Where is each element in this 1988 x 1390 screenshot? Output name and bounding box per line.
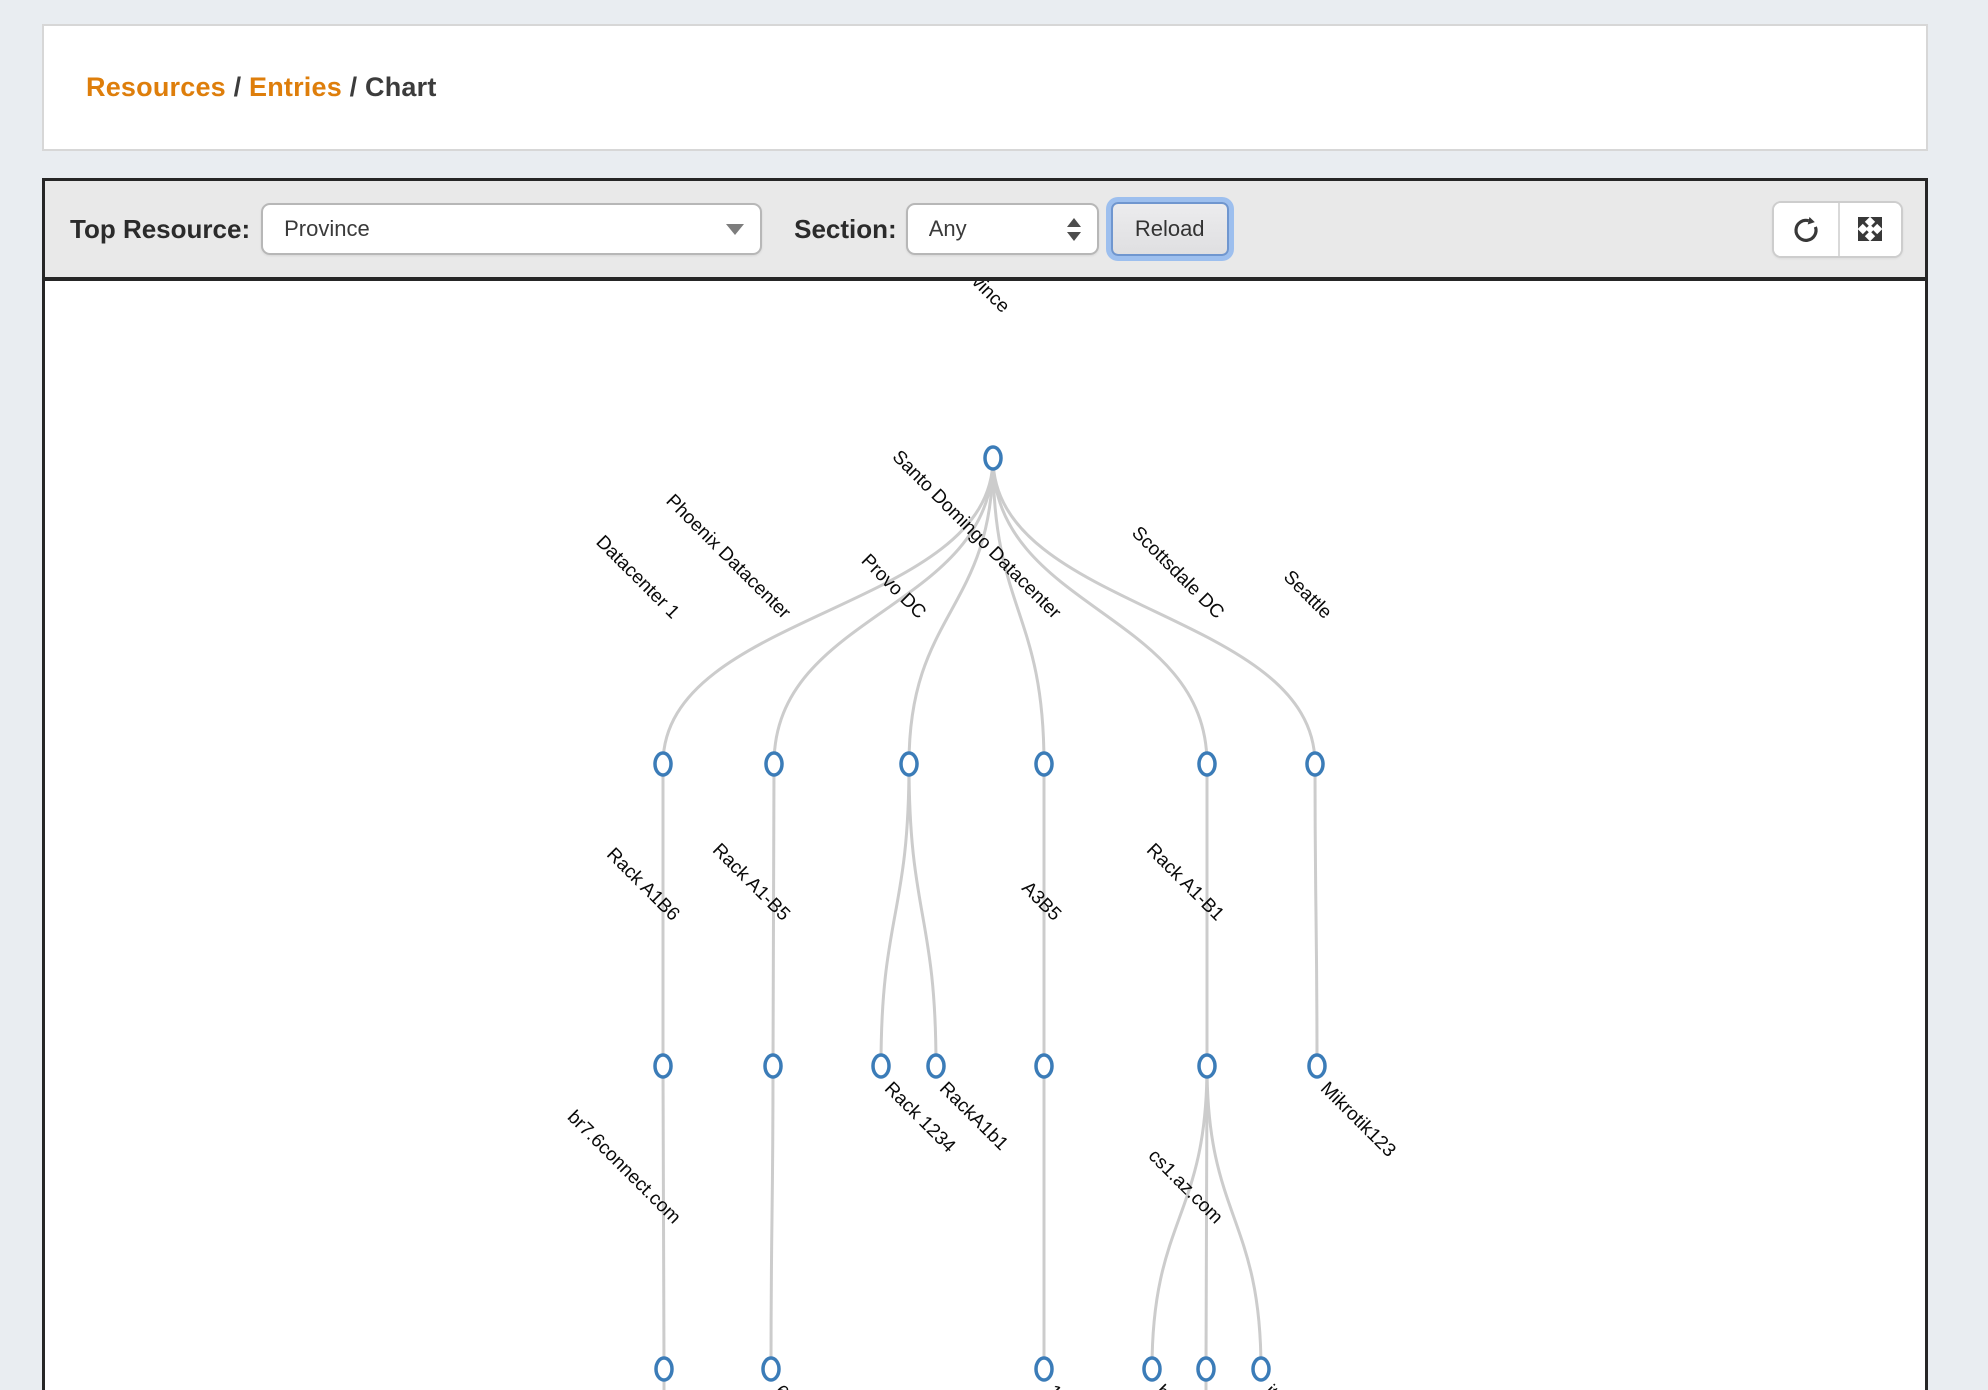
tree-link [1205,1065,1263,1370]
tree-node-n6[interactable] [761,1356,781,1382]
tree-node-sdd[interactable] [1034,751,1054,777]
refresh-icon [1794,217,1818,242]
tree-node-phx[interactable] [764,751,784,777]
tree-link [991,457,1046,765]
section-label: Section: [794,213,897,244]
tree-link [661,1065,666,1370]
tree-node-br7[interactable] [654,1356,674,1382]
chevron-down-icon [726,223,745,235]
tree-node-r_a1b5[interactable] [763,1053,783,1079]
tree-link [1313,763,1319,1067]
chart-panel: Top Resource: Province Section: Any Relo… [42,178,1928,1390]
tree-node-a3b5[interactable] [1034,1053,1054,1079]
section-select[interactable]: Any [905,203,1099,255]
fullscreen-button[interactable] [1837,202,1901,256]
tree-link [772,457,995,765]
breadcrumb-card: Resources / Entries / Chart [42,24,1928,151]
breadcrumb-separator: / [341,72,366,102]
tree-node-n1[interactable] [1034,1356,1054,1382]
tree-link [771,763,776,1067]
refresh-button[interactable] [1774,202,1838,256]
tree-link [1204,1065,1209,1370]
tree-link [661,457,995,765]
top-resource-label: Top Resource: [70,213,251,244]
tree-link [1150,1065,1209,1370]
tree-node-r_a1_b1[interactable] [1197,1053,1217,1079]
chart-actions-group [1772,200,1903,258]
breadcrumb: Resources / Entries / Chart [44,72,437,103]
tree-node-province[interactable] [983,445,1003,471]
tree-link [991,457,1317,765]
breadcrumb-separator: / [225,72,249,102]
section-value: Any [928,216,967,241]
top-resource-select[interactable]: Province [261,203,763,255]
tree-node-cs1[interactable] [1196,1356,1216,1382]
tree-node-sea[interactable] [1305,751,1325,777]
tree-node-dc1[interactable] [653,751,673,777]
tree-link [879,763,911,1067]
breadcrumb-item-chart: Chart [365,72,437,102]
tree-svg [653,445,1327,1390]
tree-link [907,457,995,765]
tree-node-mik[interactable] [1307,1053,1327,1079]
tree-link [991,457,1209,765]
tree-link [907,763,938,1067]
tree-link [769,1065,775,1370]
tree-node-nb[interactable] [1142,1356,1162,1382]
tree-node-r1234[interactable] [871,1053,891,1079]
tree-node-scot[interactable] [1197,751,1217,777]
expand-icon [1858,216,1883,241]
select-spinner-icon [1066,217,1081,241]
tree-node-provo[interactable] [899,751,919,777]
breadcrumb-item-entries[interactable]: Entries [248,72,342,102]
chart-toolbar: Top Resource: Province Section: Any Relo… [45,181,1925,281]
reload-button[interactable]: Reload [1110,202,1229,256]
tree-node-r_a1b6[interactable] [653,1053,673,1079]
top-resource-value: Province [284,216,370,241]
tree-node-nit[interactable] [1251,1356,1271,1382]
breadcrumb-item-resources[interactable]: Resources [86,72,226,102]
tree-node-ra1b1[interactable] [926,1053,946,1079]
